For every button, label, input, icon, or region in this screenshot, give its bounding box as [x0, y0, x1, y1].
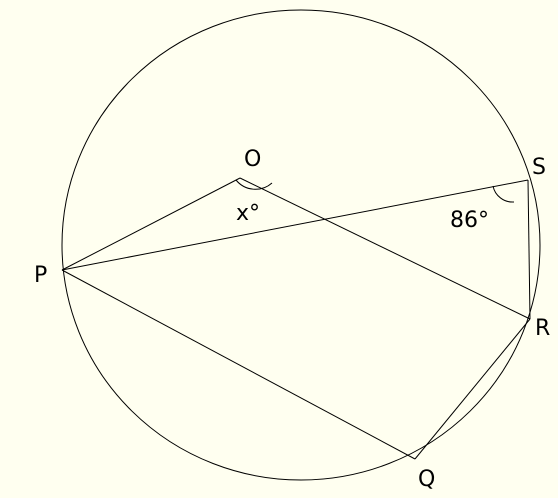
point-label-q: Q — [418, 467, 435, 492]
segment-or — [239, 177, 531, 320]
point-label-o: O — [244, 147, 261, 172]
point-label-p: P — [34, 263, 47, 288]
angle-label-x: x° — [236, 201, 260, 226]
segment-po — [61, 177, 241, 271]
segment-sr — [527, 179, 531, 320]
angle-label-86: 86° — [450, 208, 489, 233]
segment-pq — [61, 269, 416, 460]
point-label-r: R — [535, 316, 550, 341]
angle-arc-o — [235, 179, 273, 190]
angle-arc-s — [492, 185, 515, 203]
point-label-s: S — [532, 155, 546, 180]
circle — [61, 9, 541, 481]
segment-ps — [61, 179, 529, 271]
segment-qr — [414, 318, 531, 460]
